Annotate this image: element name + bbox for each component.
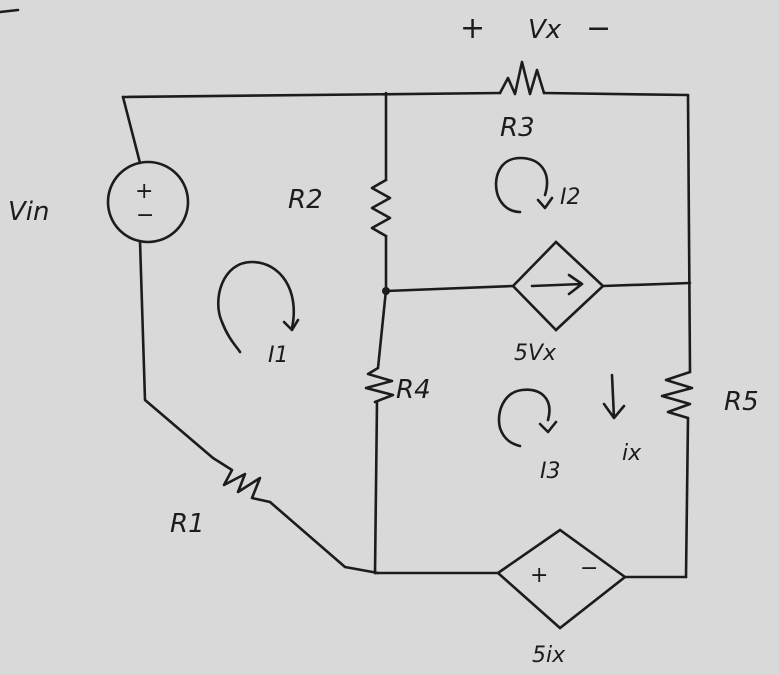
r4-bottom-wire: [373, 400, 379, 575]
i2-label: I2: [560, 185, 581, 210]
r1-label: R1: [170, 509, 205, 539]
corner-mark: [0, 8, 20, 14]
r3-label: R3: [500, 113, 535, 143]
ccvs-gain-label: 5ix: [532, 643, 566, 668]
ccs-right-wire: [601, 281, 692, 288]
top-wire-left: [121, 91, 502, 99]
loop-i3-head: [538, 420, 558, 434]
i3-label: I3: [540, 459, 561, 484]
resistor-r1: [211, 456, 272, 504]
r2-label: R2: [288, 185, 323, 215]
resistor-r5: [660, 370, 694, 420]
vx-plus-label: +: [460, 11, 485, 46]
resistor-r3: [498, 60, 546, 96]
vin-minus-sign: −: [136, 203, 154, 228]
loop-i1-head: [282, 318, 300, 332]
r2-bottom-wire: [376, 234, 388, 370]
right-wire-top: [686, 93, 692, 374]
ix-arrow: [602, 373, 626, 420]
ccs-left-wire: [384, 284, 515, 293]
resistor-r4: [364, 366, 395, 404]
ccvs-minus-sign: −: [580, 556, 598, 581]
top-wire-right: [542, 91, 690, 97]
resistor-r2: [370, 178, 392, 238]
ix-label: ix: [622, 441, 642, 466]
loop-i2-arrow: [494, 156, 549, 214]
right-wire-bottom: [684, 416, 690, 579]
ccvs-plus-sign: +: [530, 563, 548, 588]
loop-i1-arrow: [217, 260, 296, 354]
i1-label: I1: [268, 343, 289, 368]
voltage-source-vin: [106, 160, 190, 244]
vin-top-wire: [121, 95, 142, 165]
dependent-voltage-source: [495, 528, 628, 630]
r5-label: R5: [724, 387, 759, 417]
loop-i2-head: [536, 196, 554, 210]
r1-bottom-wire: [268, 500, 380, 575]
loop-i3-arrow: [497, 388, 551, 448]
vx-label: Vx: [528, 15, 562, 45]
ccs-gain-label: 5Vx: [514, 341, 557, 366]
vx-minus-label: −: [586, 11, 611, 46]
vin-label: Vin: [8, 197, 50, 227]
vin-bottom-wire: [138, 239, 215, 460]
ccs-arrow: [530, 273, 584, 296]
vin-plus-sign: +: [135, 179, 153, 204]
r4-label: R4: [396, 375, 431, 405]
